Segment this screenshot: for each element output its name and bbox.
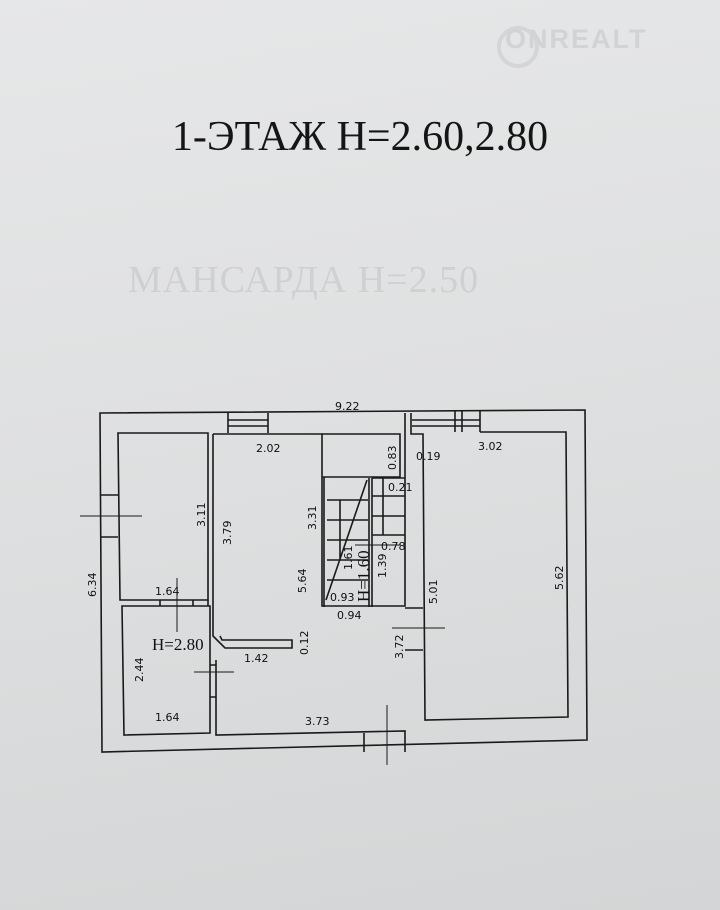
door-right: [405, 607, 423, 651]
top-window-right: [412, 410, 481, 432]
dim-right-depth-left: 5.01: [427, 580, 440, 605]
door-hall-left: [210, 664, 216, 698]
dim-overall-depth: 6.34: [86, 573, 99, 598]
dim-stairs-inner: 1.61: [342, 546, 355, 571]
stairs-ceiling-height: H=1.60: [354, 550, 373, 602]
page-title: 1-ЭТАЖ H=2.60,2.80: [171, 114, 549, 160]
dim-right-depth-right: 5.62: [553, 566, 566, 591]
show-through-title: МАНСАРДА H=2.50: [128, 259, 480, 301]
dim-hall-width-bottom: 3.73: [305, 715, 330, 728]
dim-partition-length: 1.42: [244, 652, 269, 665]
dim-stairs-width-outer: 0.94: [337, 609, 362, 622]
dim-stairs-flight: 1.39: [376, 554, 389, 579]
stair-box: [322, 433, 405, 607]
dim-stairs-landing: 0.78: [381, 540, 406, 553]
watermark-logo-icon: [497, 26, 539, 68]
dim-hall-depth-upper: 3.79: [221, 521, 234, 546]
left-window: [100, 494, 118, 538]
small-room-ceiling-height: H=2.80: [152, 635, 204, 654]
dim-partition-thickness: 0.12: [298, 631, 311, 656]
dim-stairs-right-wall: 3.72: [393, 635, 406, 660]
dim-stairs-top-depth: 0.83: [386, 446, 399, 471]
dim-room-top-left-height: 3.11: [195, 503, 208, 528]
dim-overall-width: 9.22: [335, 400, 360, 413]
dim-small-width-top: 1.64: [155, 585, 180, 598]
top-window-left: [227, 413, 269, 433]
dim-small-width-bottom: 1.64: [155, 711, 180, 724]
right-room-outline: [410, 413, 569, 721]
door-small: [159, 600, 209, 606]
watermark: ONREALT: [505, 24, 648, 54]
outer-wall: [99, 409, 588, 753]
dim-stairs-width-inner: 0.93: [330, 591, 355, 604]
room-small-outline: [121, 605, 211, 736]
dim-right-room-offset: 0.19: [416, 450, 441, 463]
dim-stairs-step: 0.21: [388, 481, 413, 494]
dim-hall-stair-side: 3.31: [306, 506, 319, 531]
dim-right-window-width: 3.02: [478, 440, 503, 453]
dim-small-depth: 2.44: [133, 658, 146, 683]
dim-hall-width-top: 2.02: [256, 442, 281, 455]
dim-hall-depth-total: 5.64: [296, 569, 309, 594]
hall-outline: [212, 413, 406, 752]
axis-marks: [80, 515, 445, 765]
